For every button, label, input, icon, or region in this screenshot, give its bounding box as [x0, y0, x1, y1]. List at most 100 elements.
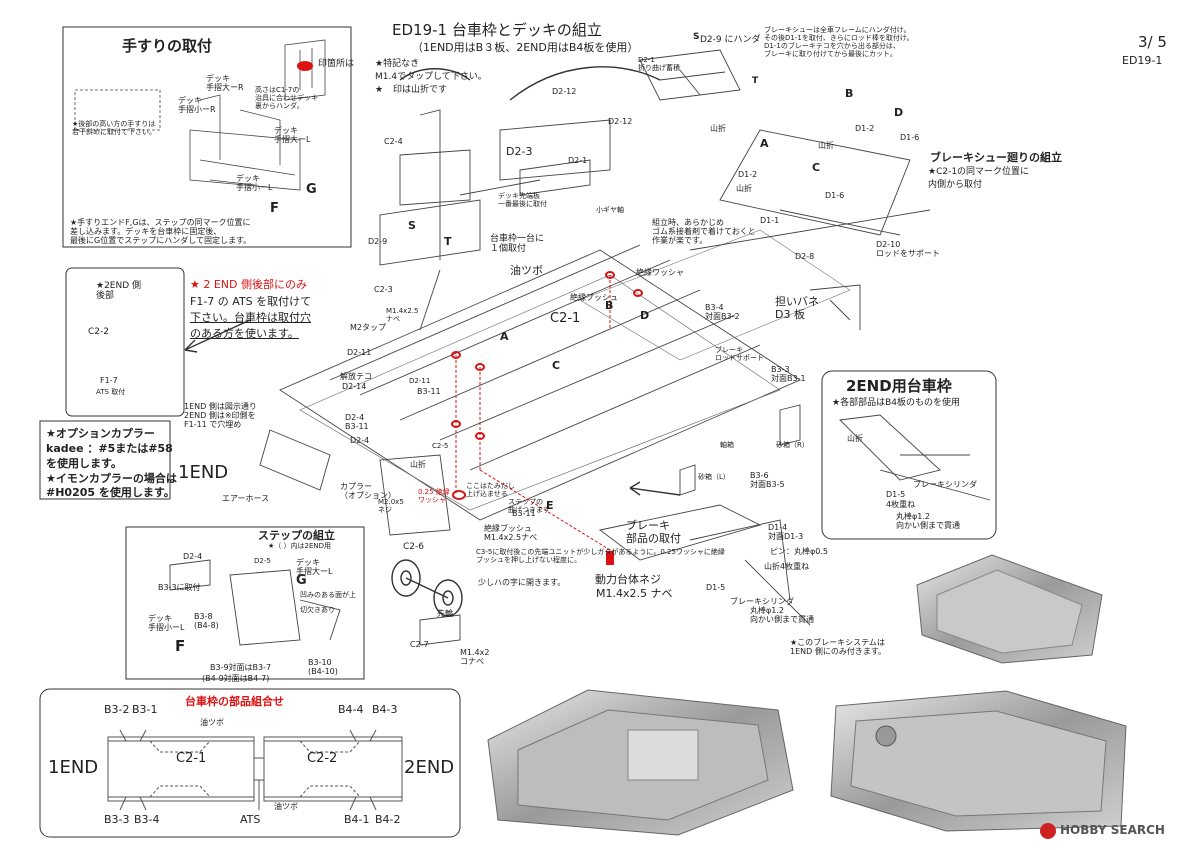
- handrail-label-f: F: [270, 201, 279, 216]
- part-bush2: 絶縁ブッシュ M1.4x2.5ナベ: [484, 524, 538, 543]
- part-c26: C2-6: [403, 542, 424, 552]
- brakeshoe-d: D: [894, 106, 904, 119]
- page-subtitle: （1END用はB３板、2END用はB4板を使用）: [412, 41, 639, 54]
- brakeshoe-d16: D1-6: [900, 133, 920, 142]
- part-spring: 担いバネ D3 板: [775, 295, 819, 321]
- step-b39: B3-9対面はB3-7: [210, 663, 272, 672]
- part-washer025: 0.25 絶縁 ワッシャ: [418, 488, 450, 505]
- part-pin: ピン：丸棒φ0.5: [770, 547, 828, 556]
- step-f: F: [175, 637, 186, 655]
- step-note: ★（ ）内は2END用: [268, 542, 332, 550]
- step-bend: 凹みのある面が上: [300, 591, 356, 599]
- part-d211: D2-11: [347, 348, 372, 357]
- part-c27: C2-7: [410, 640, 429, 649]
- rear-c22: C2-2: [88, 327, 109, 337]
- coupler-l3: を使用します。: [46, 457, 122, 470]
- part-motor-screw2: M1.4x2.5 ナベ: [596, 587, 673, 600]
- part-c25: C2-5: [432, 442, 449, 450]
- part-d29-top: D2-9 にハンダ: [700, 35, 761, 45]
- part-c35note: C3-5に取付後この先端ユニットが少しガタがあるように。0.25ワッシャに絶縁 …: [476, 548, 725, 565]
- photo-assembled-frame-2: [826, 686, 1132, 836]
- step-b33: B3-3に取付: [158, 583, 201, 592]
- part-motor-screw: 動力台体ネジ: [595, 573, 661, 586]
- part-c23: C2-3: [374, 285, 393, 294]
- combination-end1: 1END: [48, 757, 99, 778]
- combination-c21: C2-1: [176, 751, 207, 766]
- bogie2end-d15: D1-5: [886, 490, 906, 499]
- part-sand-r: 砂箱（R）: [776, 441, 809, 449]
- part-d211b: D2-11: [409, 377, 431, 385]
- rear-note-l2: 下さい。台車枠は取付穴: [190, 311, 311, 324]
- combination-ats: ATS: [240, 813, 261, 826]
- part-a: A: [500, 330, 509, 343]
- combination-oil2: 油ツボ: [274, 802, 298, 811]
- part-small-note: 少しハの字に開きます。: [478, 578, 566, 587]
- part-yamaori: 山折: [410, 460, 426, 469]
- handrail-end-note: ★手すりエンドF,Gは、ステップの同マーク位置に 差し込みます。デッキを台車枠に…: [70, 218, 252, 246]
- bogie2end-four: 4枚重ね: [886, 500, 916, 509]
- step-d25: D2-5: [254, 557, 271, 565]
- coupler-frame: [39, 420, 171, 500]
- hobbysearch-mark-icon: [1040, 823, 1056, 839]
- rear-note-head: ★ 2 END 側後部にのみ: [190, 278, 307, 291]
- part-d212: D2-12: [552, 87, 577, 96]
- handrail-label-big-r: デッキ 手摺大ーR: [206, 74, 244, 93]
- brakeshoe-c: C: [812, 161, 821, 174]
- handrail-label-g: G: [306, 182, 317, 197]
- part-b311b: B3-11: [345, 422, 369, 431]
- part-bogie-oil: 台車枠一台に １個取付: [490, 234, 545, 255]
- combination-end2: 2END: [404, 757, 455, 778]
- handrail-label-big-l: デッキ 手摺大ーL: [274, 126, 311, 145]
- combination-b41: B4-1: [344, 813, 370, 826]
- brakeshoe-d11: D1-1: [760, 216, 780, 225]
- coupler-l2: kadee ：#5または#58: [46, 442, 173, 455]
- part-cyl: ブレーキシリンダ: [730, 597, 794, 606]
- bogie2end-rod: 丸棒φ1.2 向かい側まで貫通: [896, 512, 960, 531]
- note-fold: ★: [375, 85, 384, 95]
- part-c: C: [552, 359, 561, 372]
- part-d24: D2-4: [345, 413, 365, 422]
- combination-b43: B4-3: [372, 703, 398, 716]
- part-t: T: [752, 76, 759, 86]
- note-fold2: 印は山折です: [393, 85, 448, 95]
- page-title: ED19-1 台車枠とデッキの組立: [392, 21, 602, 39]
- hobbysearch-logo: HOBBY SEARCH: [1040, 822, 1190, 844]
- brakeshoe-d12: D1-2: [855, 124, 875, 133]
- part-d: D: [640, 309, 650, 322]
- note-special: ★特記なき: [375, 59, 420, 69]
- part-m14kona: M1.4x2 コナベ: [460, 648, 490, 667]
- brakeshoe-yama2: 山折: [736, 184, 752, 193]
- part-s: S: [693, 32, 700, 42]
- hobbysearch-text: HOBBY SEARCH: [1060, 823, 1165, 837]
- step-d24: D2-4: [183, 552, 203, 561]
- part-s2: S: [408, 219, 416, 232]
- combination-c22: C2-2: [307, 751, 338, 766]
- step-b38: B3-8 (B4-8): [194, 612, 219, 631]
- rear-title: ★2END 側 後部: [96, 281, 142, 302]
- part-oil: 油ツボ: [510, 264, 543, 277]
- part-c24: C2-4: [384, 137, 403, 146]
- rear-note-l3: のある方を使います。: [190, 327, 299, 340]
- combination-title: 台車枠の部品組合せ: [185, 695, 284, 708]
- part-d14: D1-4 対面D1-3: [768, 523, 804, 542]
- part-kaiho: 解放テコ: [340, 372, 372, 381]
- combination-b44: B4-4: [338, 703, 364, 716]
- brakeshoe-l2: 内側から取付: [928, 180, 983, 190]
- model-code: ED19-1: [1122, 54, 1163, 67]
- part-e: E: [546, 499, 554, 512]
- step-b310: B3-10 (B4-10): [308, 658, 338, 677]
- part-b311: B3-11: [417, 387, 441, 396]
- combination-b33: B3-3: [104, 813, 130, 826]
- coupler-l1: ★オプションカプラー: [46, 427, 155, 440]
- part-d212b: D2-12: [608, 117, 633, 126]
- handrail-height-note: 高さはC1-7の 治具に合わせデッキ 裏からハンダ。: [255, 86, 318, 111]
- part-b36: B3-6 対面B3-5: [750, 471, 785, 490]
- part-coupler-opt: カプラー （オプション）: [340, 482, 396, 501]
- brakeshoe-d16b: D1-6: [825, 191, 845, 200]
- part-yama4: 山折4枚重ね: [764, 562, 810, 571]
- part-yama: 山折: [710, 124, 726, 133]
- page-number: 3/ 5: [1138, 33, 1167, 51]
- brakeshoe-b: B: [845, 87, 854, 100]
- step-g: G: [296, 573, 307, 588]
- rear-frame: [65, 267, 185, 417]
